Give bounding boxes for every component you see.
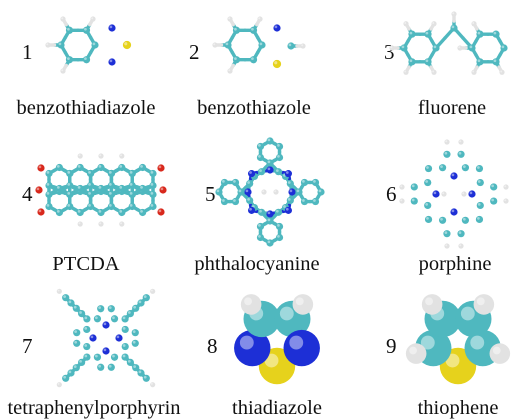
thiophene-molecule-icon xyxy=(405,294,511,385)
porphine-molecule-icon xyxy=(399,139,509,249)
molecule-number: 9 xyxy=(386,334,397,358)
molecule-cell-2: 2 benzothiazole xyxy=(171,0,342,140)
molecule-cell-5: 5 phthalocyanine xyxy=(171,137,342,280)
ptcda-molecule-icon xyxy=(35,153,167,227)
molecule-name: fluorene xyxy=(417,97,487,119)
molecule-number: 7 xyxy=(22,334,33,358)
molecule-number: 6 xyxy=(386,182,397,206)
molecule-name: PTCDA xyxy=(52,253,120,275)
molecule-name: tetraphenylporphyrin xyxy=(7,397,181,419)
molecule-cell-4: 4 PTCDA xyxy=(0,140,171,280)
molecule-cell-9: 9 thiophene xyxy=(342,280,513,420)
molecule-name: phthalocyanine xyxy=(194,253,320,275)
benzothiadiazole-molecule-icon xyxy=(45,16,132,74)
molecule-cell-1: 1 benzothiadiazole xyxy=(0,0,171,140)
molecule-name: thiadiazole xyxy=(232,397,322,419)
benzothiazole-molecule-icon xyxy=(212,16,306,74)
molecule-cell-3: 3 fluorene xyxy=(342,0,513,140)
molecule-cell-6: 6 porphine xyxy=(342,139,513,280)
molecule-name: benzothiadiazole xyxy=(16,97,156,119)
molecule-number: 4 xyxy=(22,182,33,206)
molecule-name: porphine xyxy=(418,253,492,275)
tetraphenylporphyrin-molecule-icon xyxy=(56,288,156,388)
molecule-cell-7: 7 tetraphenylporphyrin xyxy=(0,280,181,420)
molecule-number: 3 xyxy=(384,40,395,64)
molecule-number: 2 xyxy=(189,40,200,64)
fluorene-molecule-icon xyxy=(389,11,508,75)
molecule-number: 5 xyxy=(205,182,216,206)
molecule-number: 1 xyxy=(22,40,33,64)
molecule-name: benzothiazole xyxy=(197,97,311,119)
molecule-name: thiophene xyxy=(417,397,499,419)
molecule-cell-8: 8 thiadiazole xyxy=(171,280,342,420)
molecule-number: 8 xyxy=(207,334,218,358)
phthalocyanine-molecule-icon xyxy=(215,137,325,247)
thiadiazole-molecule-icon xyxy=(234,294,320,385)
